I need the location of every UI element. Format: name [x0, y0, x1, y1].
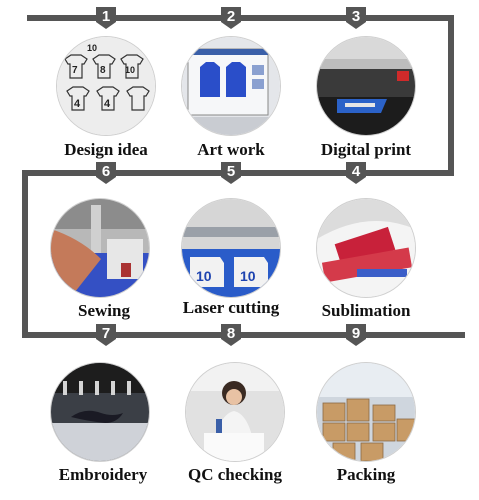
step-4-number: 4 — [351, 163, 361, 180]
step-4-label: Sublimation — [321, 301, 411, 320]
step-8-label: QC checking — [188, 465, 282, 484]
step-6-label: Sewing — [78, 301, 130, 320]
sketch-number-1: 10 — [87, 43, 97, 53]
laser-cutting-photo: 10 10 — [182, 199, 280, 297]
step-9-badge: 9 — [344, 324, 368, 346]
step-9-number: 9 — [351, 325, 361, 342]
step-7-number: 7 — [101, 325, 111, 342]
packing-photo — [317, 363, 415, 461]
design-idea-photo: 10 7 8 10 4 4 — [57, 37, 155, 135]
step-7-label: Embroidery — [58, 465, 148, 484]
step-6-badge: 6 — [94, 162, 118, 184]
step-6-number: 6 — [101, 163, 111, 180]
step-5-label: Laser cutting — [182, 298, 280, 317]
step-2-number: 2 — [226, 8, 236, 25]
step-1-number: 1 — [101, 8, 111, 25]
step-2-badge: 2 — [219, 7, 243, 29]
step-1-badge: 1 — [94, 7, 118, 29]
sewing-photo — [51, 199, 149, 297]
art-work-photo — [182, 37, 280, 135]
step-3-number: 3 — [351, 8, 361, 25]
sketch-number-2: 7 — [72, 65, 78, 76]
sketch-number-4: 10 — [125, 65, 135, 75]
step-2-label: Art work — [197, 140, 265, 159]
laser-number-2: 10 — [240, 268, 256, 284]
step-8-number: 8 — [226, 325, 236, 342]
step-3-badge: 3 — [344, 7, 368, 29]
sketch-number-3: 8 — [100, 65, 106, 76]
step-7-badge: 7 — [94, 324, 118, 346]
step-5-number: 5 — [226, 163, 236, 180]
step-9-label: Packing — [336, 465, 396, 484]
step-8-badge: 8 — [219, 324, 243, 346]
qc-checking-photo — [186, 363, 284, 461]
step-1-label: Design idea — [64, 140, 148, 159]
sketch-number-5: 4 — [74, 98, 81, 110]
sublimation-photo — [317, 199, 415, 297]
embroidery-photo — [51, 363, 149, 461]
digital-print-photo — [317, 37, 415, 135]
sketch-number-6: 4 — [104, 98, 111, 110]
step-3-label: Digital print — [320, 140, 412, 159]
step-5-badge: 5 — [219, 162, 243, 184]
laser-number-1: 10 — [196, 268, 212, 284]
step-4-badge: 4 — [344, 162, 368, 184]
